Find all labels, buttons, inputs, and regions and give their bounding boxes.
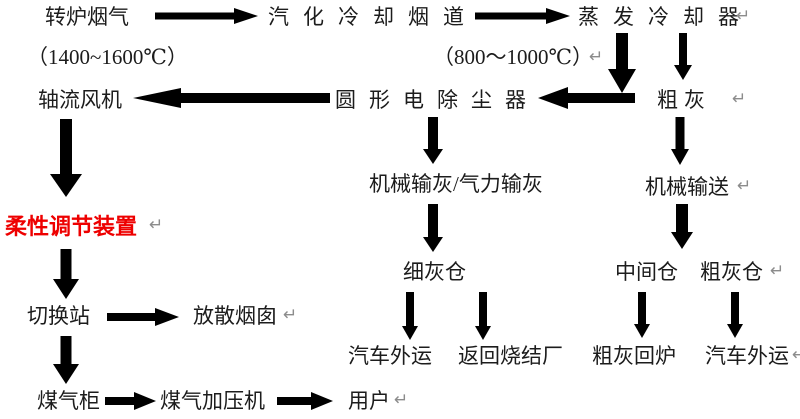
arrow-fine-bin-to-truck-out-icon: [401, 292, 418, 340]
arrow-coarse-ash-to-mech-conveying-icon: [670, 117, 689, 165]
arrow-switch-station-to-vent-stack-icon: [107, 307, 179, 326]
return-mark-icon: ↵: [394, 390, 409, 410]
node-axial-fan: 轴流风机: [38, 88, 122, 112]
node-converter-gas: 转炉烟气: [45, 5, 129, 29]
arrow-switch-station-to-gas-holder-icon: [53, 336, 79, 384]
arrow-middle-bin-to-furnace-icon: [633, 292, 650, 338]
return-mark-icon: ↵: [736, 6, 751, 26]
node-return-to-sinter-plant: 返回烧结厂: [458, 344, 563, 368]
return-mark-icon: ↵: [283, 305, 298, 325]
arrow-cooler-to-coarse-ash-icon: [673, 33, 692, 80]
arrow-booster-to-users-icon: [277, 392, 333, 410]
node-coarse-ash-to-furnace: 粗灰回炉: [592, 344, 676, 368]
node-mech-conveying: 机械输送: [645, 175, 729, 199]
return-mark-icon: ↵: [770, 261, 785, 281]
node-fine-ash-bin: 细灰仓: [403, 260, 466, 284]
node-circular-esp: 圆形电除尘器: [335, 88, 539, 112]
node-middle-bin: 中间仓: [615, 260, 678, 284]
return-mark-icon: ↵: [732, 89, 747, 109]
arrow-coarse-bin-to-truck-out-icon: [726, 292, 743, 338]
node-coarse-ash-bin: 粗灰仓: [700, 260, 763, 284]
arrow-esp-to-axial-fan-icon: [133, 87, 330, 108]
label-temp-high: （1400~1600℃）: [27, 45, 188, 69]
arrow-converter-gas-to-flue-icon: [155, 7, 258, 24]
arrow-fine-bin-to-sinter-plant-icon: [474, 292, 491, 340]
node-evaporative-cooler: 蒸发冷却器: [578, 5, 753, 29]
label-temp-mid: （800～1000℃）: [433, 45, 593, 69]
node-truck-out-fine: 汽车外运: [348, 344, 432, 368]
node-gas-holder: 煤气柜: [37, 389, 100, 413]
arrow-link-to-circular-esp-icon: [538, 87, 635, 109]
arrow-mech-conveying-to-bins-icon: [671, 204, 693, 249]
node-truck-out-coarse: 汽车外运: [705, 344, 789, 368]
node-vent-stack: 放散烟囱: [193, 304, 277, 328]
node-users: 用户: [348, 389, 390, 413]
node-gas-booster: 煤气加压机: [160, 389, 265, 413]
return-mark-icon: ↵: [737, 176, 752, 196]
arrow-axial-fan-to-flexible-device-icon: [50, 119, 82, 197]
arrow-flue-to-evaporative-cooler-icon: [475, 7, 570, 24]
return-mark-icon: ↵: [589, 47, 604, 67]
node-mech-ash-pneumatic: 机械输灰/气力输灰: [369, 172, 543, 196]
arrow-mech-pneumatic-to-fine-ash-bin-icon: [423, 204, 443, 252]
return-mark-icon: ↵: [792, 345, 800, 365]
arrow-esp-to-mech-pneumatic-icon: [423, 117, 443, 164]
node-switch-station: 切换站: [27, 304, 90, 328]
arrow-gas-holder-to-booster-icon: [105, 392, 156, 410]
node-coarse-ash: 粗灰: [657, 88, 711, 112]
arrow-cooler-down-to-esp-link-icon: [608, 33, 636, 93]
node-vaporization-cooling-flue: 汽化冷却烟道: [268, 5, 478, 29]
return-mark-icon: ↵: [149, 215, 164, 235]
arrow-flexible-device-to-switch-station-icon: [53, 249, 79, 299]
node-flexible-adjust-device: 柔性调节装置: [5, 214, 138, 239]
